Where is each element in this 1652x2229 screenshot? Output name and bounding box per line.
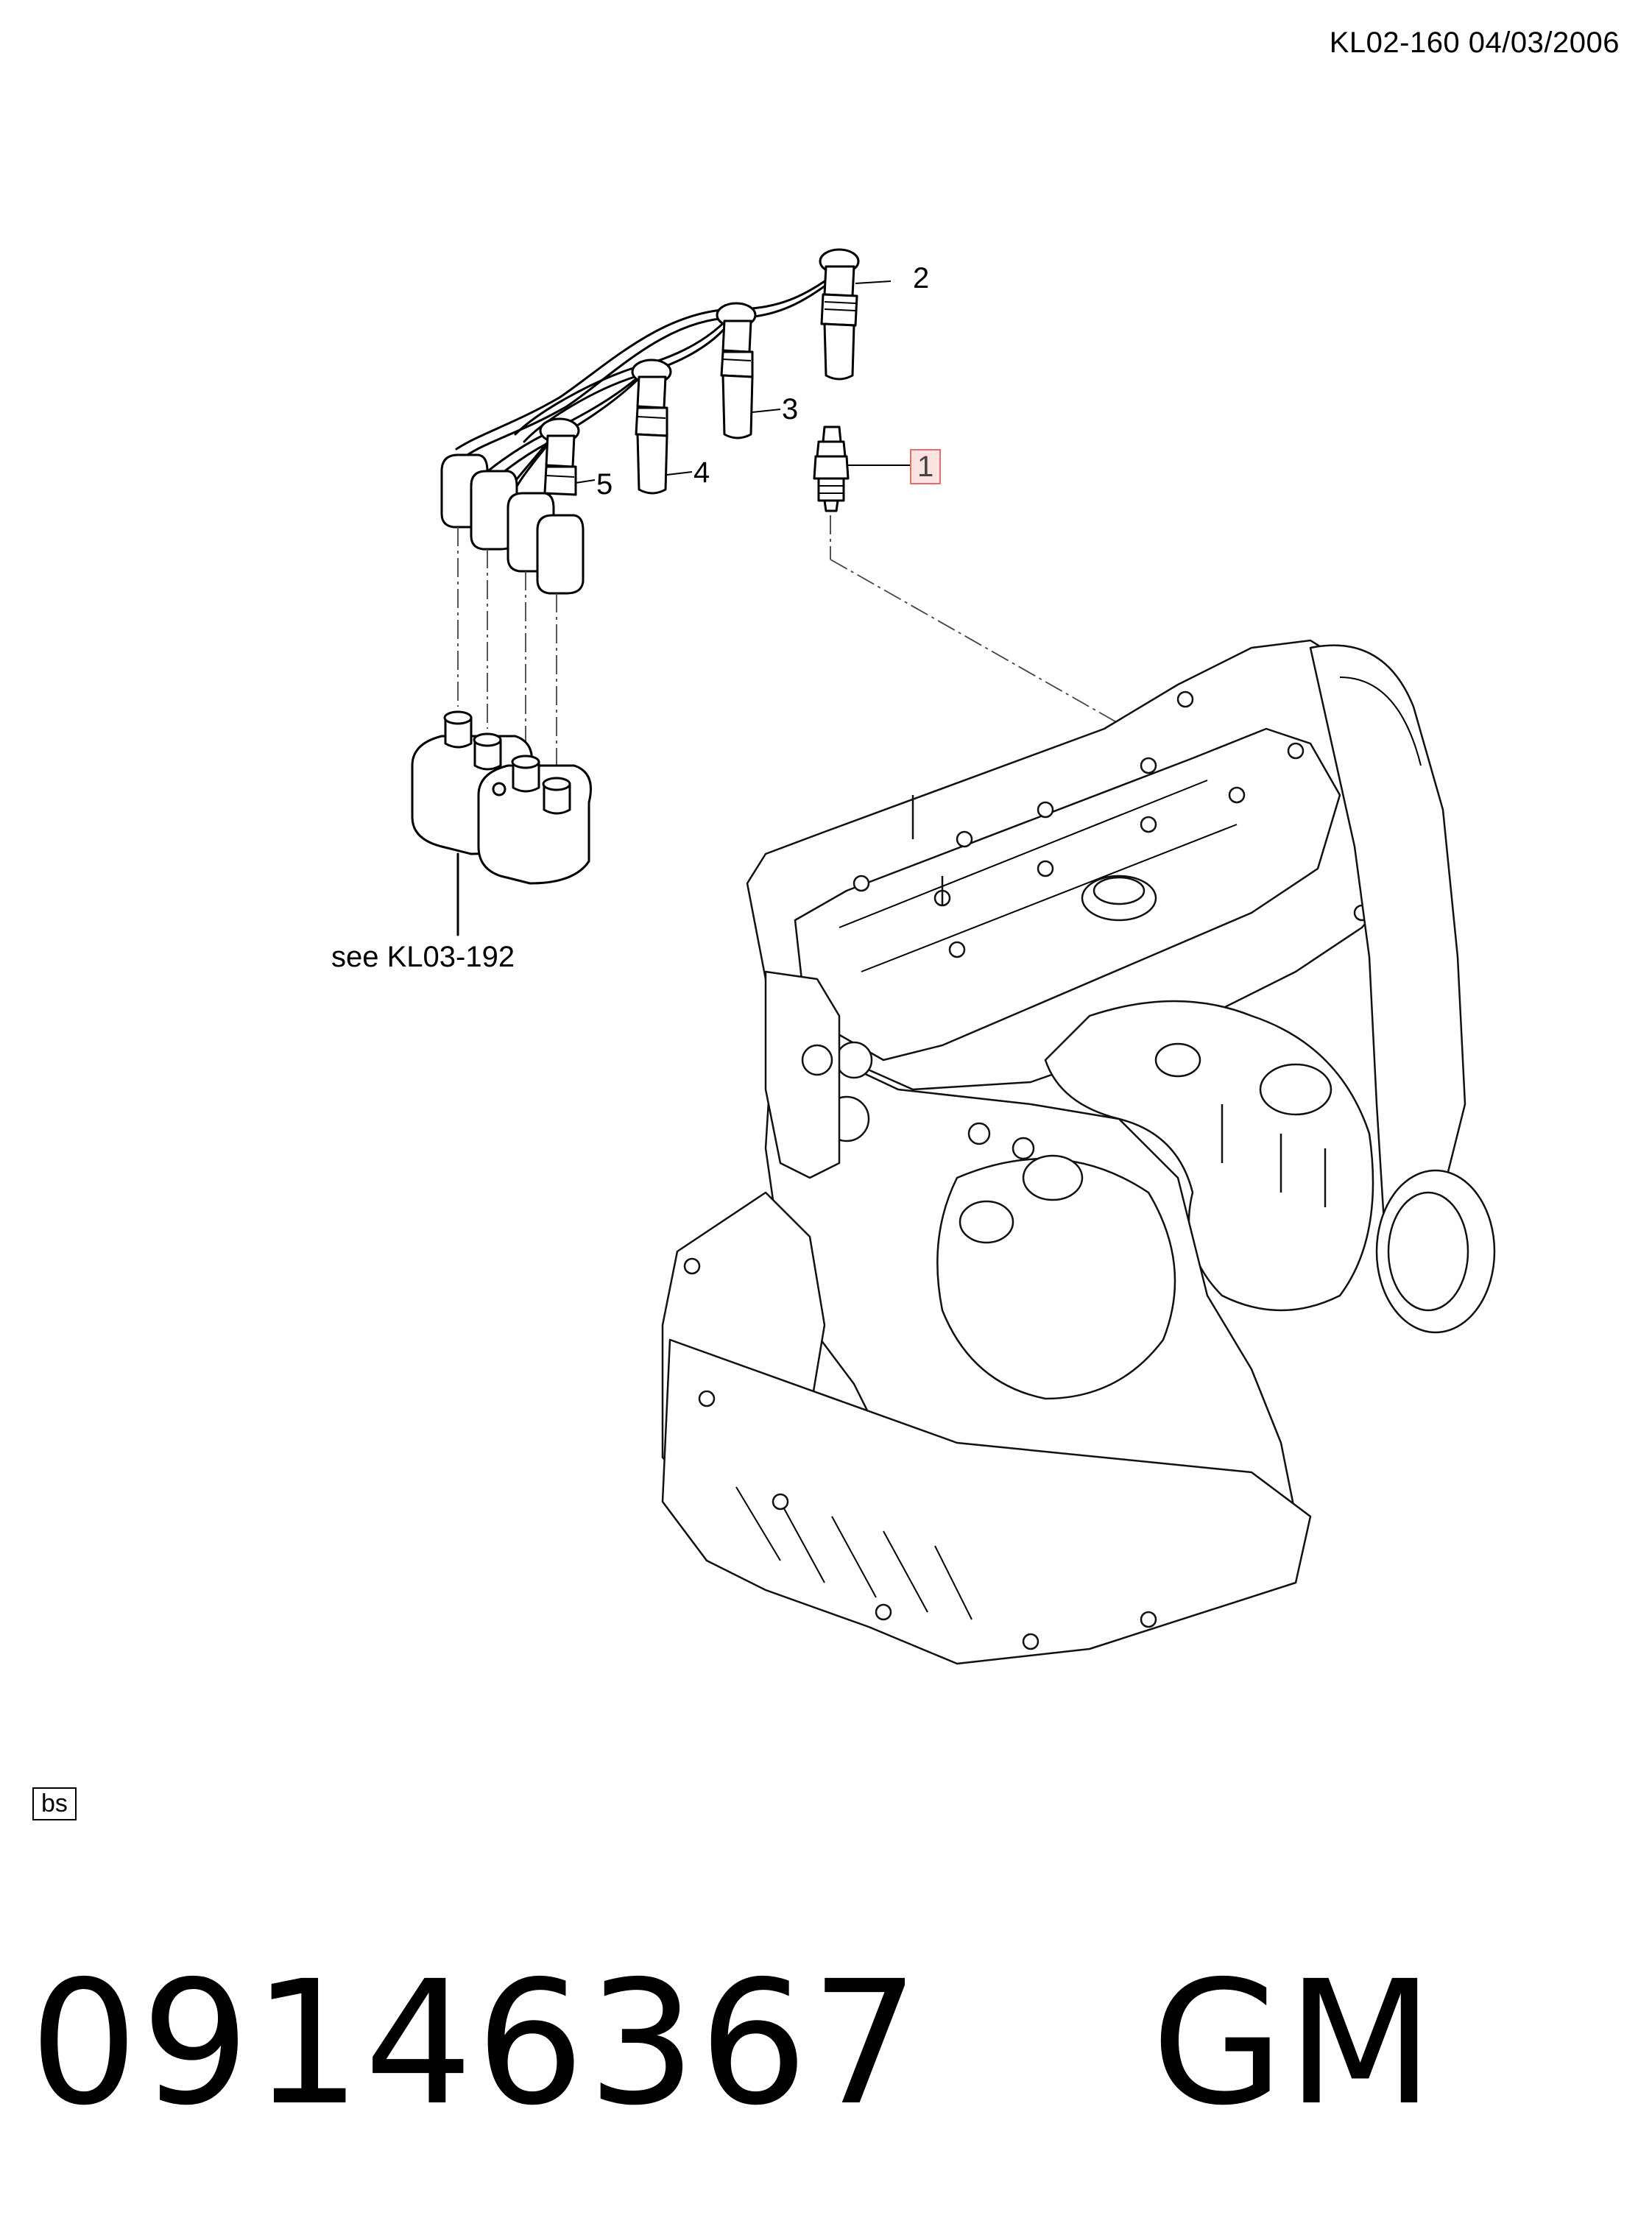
callout-5: 5 bbox=[596, 468, 613, 501]
plug-boot-5 bbox=[539, 417, 580, 496]
bs-badge: bs bbox=[32, 1787, 77, 1821]
engine-block bbox=[661, 639, 1496, 1665]
callout-4: 4 bbox=[693, 456, 710, 489]
plug-boot-4 bbox=[631, 358, 672, 495]
callout-1-highlighted[interactable]: 1 bbox=[910, 449, 942, 484]
see-reference: see KL03-192 bbox=[331, 941, 515, 973]
spark-plug bbox=[813, 425, 1142, 737]
part-number: 09146367 GM bbox=[29, 1944, 1437, 2143]
plug-boot-3 bbox=[716, 302, 757, 439]
callout-3: 3 bbox=[782, 393, 799, 425]
callout-2: 2 bbox=[913, 262, 930, 294]
ignition-wire-harness bbox=[440, 248, 860, 773]
ignition-coil bbox=[411, 710, 592, 936]
coil-end-boots bbox=[440, 453, 585, 595]
plug-boot-2 bbox=[819, 248, 860, 381]
diagram-reference: KL02-160 04/03/2006 bbox=[1329, 27, 1620, 59]
